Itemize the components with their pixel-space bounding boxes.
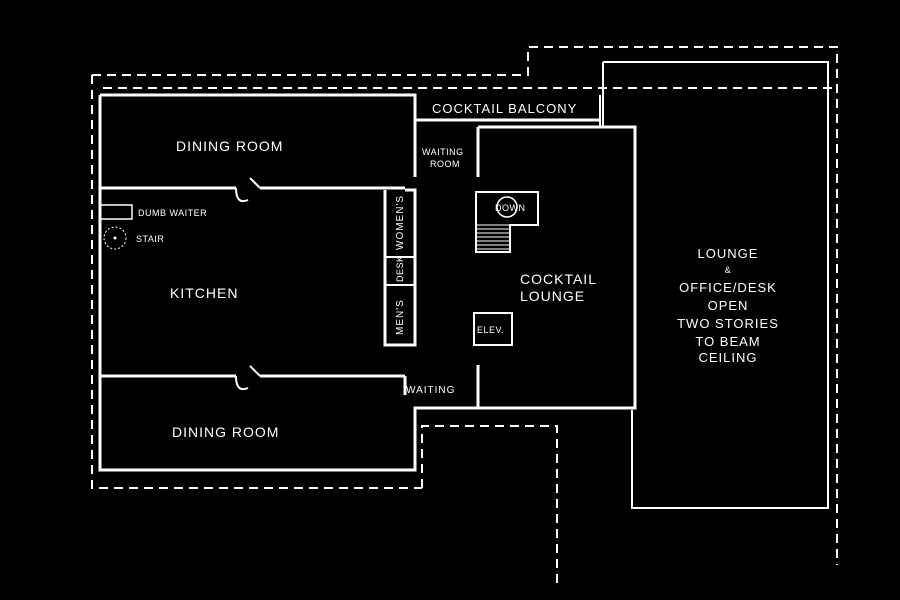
down-label: DOWN: [495, 203, 526, 213]
dumb-waiter-label: DUMB WAITER: [138, 208, 207, 218]
cocktail-lounge-label-2: LOUNGE: [520, 288, 585, 304]
building-walls: [98, 61, 829, 509]
kitchen-fixtures: [99, 204, 133, 250]
elev-label: ELEV.: [477, 325, 504, 335]
elevator: [473, 312, 513, 346]
cocktail-balcony-label: COCKTAIL BALCONY: [432, 101, 577, 116]
lounge-line-1: &: [725, 265, 732, 275]
kitchen-label: KITCHEN: [170, 285, 238, 301]
dining-room-bottom-label: DINING ROOM: [172, 424, 279, 440]
lounge-line-5: TO BEAM: [695, 334, 760, 349]
mens-label: MEN'S: [395, 299, 406, 335]
lounge-line-2: OFFICE/DESK: [679, 280, 777, 295]
waiting-label: WAITING: [406, 385, 455, 396]
lounge-line-0: LOUNGE: [698, 246, 759, 261]
desk-label: DESK: [395, 255, 405, 282]
stair-label: STAIR: [136, 234, 164, 244]
doors: [235, 177, 261, 391]
property-boundary: [91, 46, 838, 585]
waiting-room-label-2: ROOM: [430, 159, 460, 169]
dining-room-top-label: DINING ROOM: [176, 138, 283, 154]
lounge-line-6: CEILING: [698, 350, 757, 365]
cocktail-lounge-label-1: COCKTAIL: [520, 271, 597, 287]
womens-label: WOMEN'S: [395, 195, 406, 250]
stair-circle: [103, 226, 127, 250]
lounge-stair: [475, 191, 539, 253]
dumb-waiter-box: [99, 204, 133, 220]
lounge-office-label: LOUNGE & OFFICE/DESK OPEN TWO STORIES TO…: [677, 246, 779, 365]
lounge-line-4: TWO STORIES: [677, 316, 779, 331]
lounge-line-3: OPEN: [708, 298, 749, 313]
waiting-room-label-1: WAITING: [422, 147, 464, 157]
